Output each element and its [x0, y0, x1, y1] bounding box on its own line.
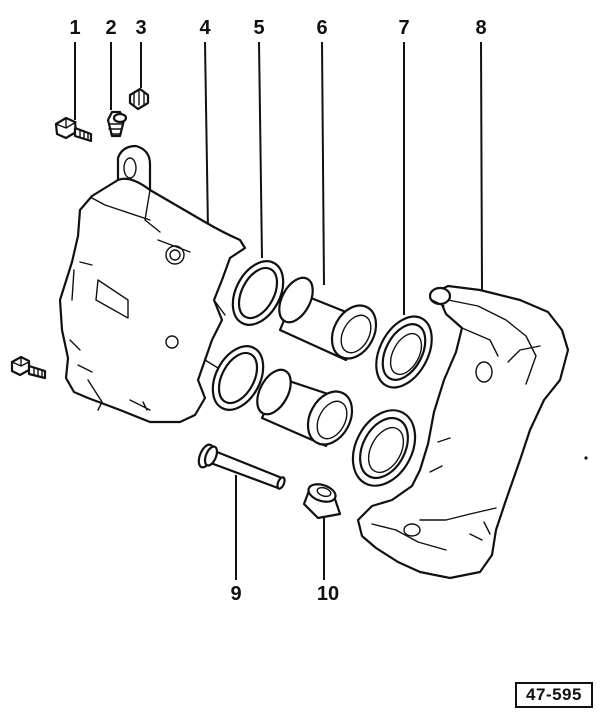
bleed-valve-part-2	[106, 110, 128, 138]
leader-4	[204, 41, 209, 231]
callout-6: 6	[316, 17, 327, 39]
guide-bushing-part-10	[302, 483, 342, 520]
callout-2: 2	[105, 17, 116, 39]
caliper-housing-part-4	[58, 144, 247, 424]
leader-5	[258, 41, 263, 259]
callout-4: 4	[199, 17, 211, 39]
callout-7: 7	[398, 17, 409, 39]
callout-5: 5	[253, 17, 264, 39]
stray-dot	[584, 456, 588, 460]
leader-lines	[74, 41, 483, 580]
callout-9: 9	[230, 583, 241, 605]
callout-1: 1	[69, 17, 80, 39]
leader-8	[480, 41, 483, 291]
callout-10: 10	[317, 583, 339, 605]
caliper-bracket-part-8	[356, 284, 570, 580]
bolt-part-1	[54, 116, 93, 143]
dust-cap-part-3	[128, 87, 150, 111]
leader-6	[321, 41, 325, 286]
callout-3: 3	[135, 17, 146, 39]
dust-boots-part-7	[351, 315, 433, 487]
seal-rings-part-5	[211, 260, 285, 411]
pistons-part-6	[256, 276, 378, 448]
callout-labels: 1 2 3 4 5 6 7 8 9 10	[69, 17, 486, 605]
reference-number: 47-595	[515, 682, 593, 708]
callout-8: 8	[475, 17, 486, 39]
guide-pin-part-9	[197, 443, 286, 490]
small-bolt	[10, 355, 47, 380]
